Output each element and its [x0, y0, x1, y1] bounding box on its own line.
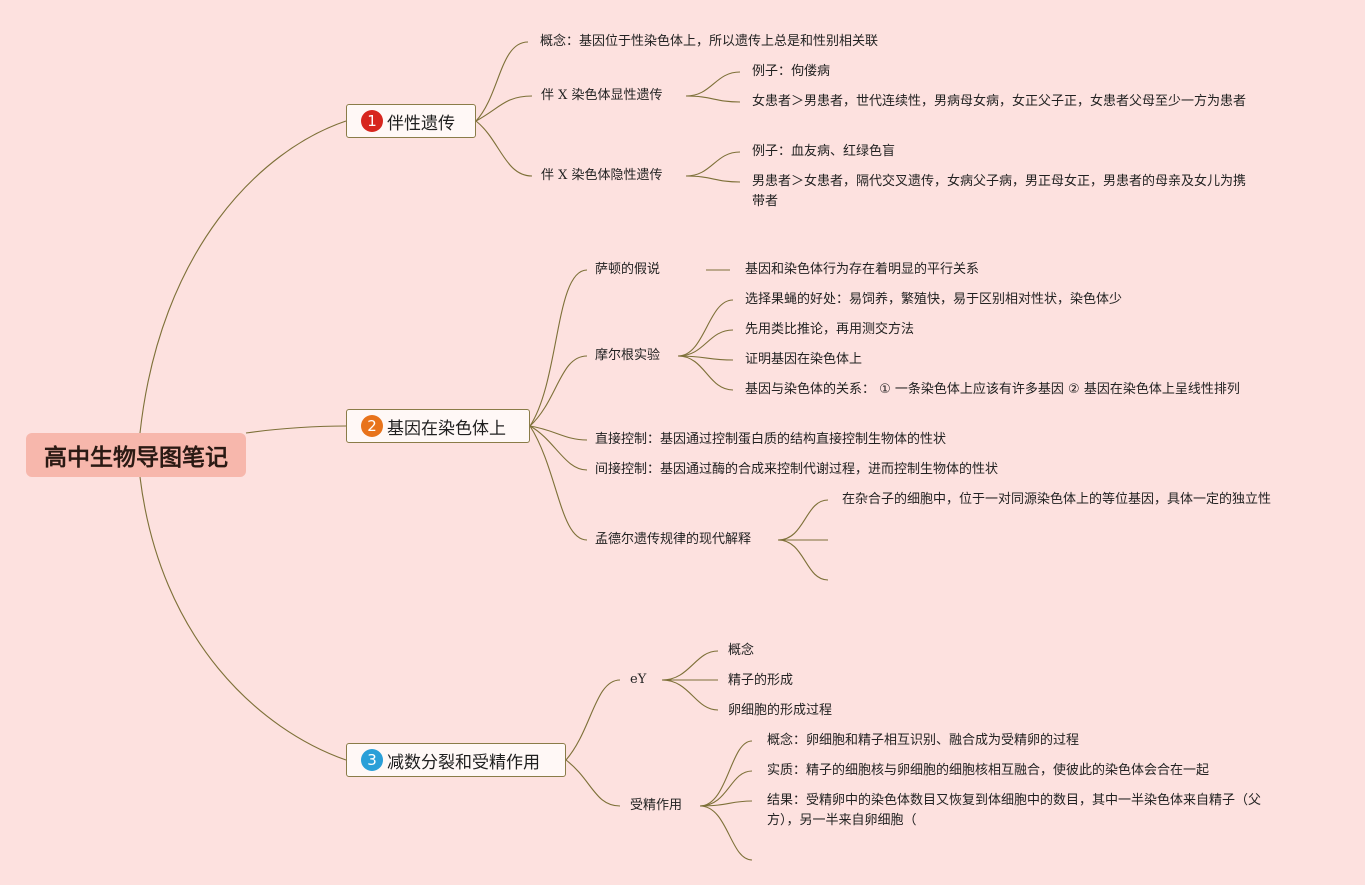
- ey-node[interactable]: eY: [630, 672, 647, 687]
- x-dominant-feature-node[interactable]: 女患者＞男患者，世代连续性，男病母女病，女正父子正，女患者父母至少一方为患者: [752, 94, 1247, 109]
- x-recessive-example-node[interactable]: 例子：血友病、红绿色盲: [752, 144, 896, 159]
- x-dominant-example-node[interactable]: 例子：佝偻病: [752, 64, 831, 79]
- direct-control-node[interactable]: 直接控制：基因通过控制蛋白质的结构直接控制生物体的性状: [595, 432, 947, 447]
- branch-label: 基因在染色体上: [387, 418, 506, 439]
- central-topic[interactable]: 高中生物导图笔记: [26, 433, 246, 477]
- x-recessive-feature-node[interactable]: 男患者＞女患者，隔代交叉遗传，女病父子病，男正母女正，男患者的母亲及女儿为携带者: [752, 174, 1247, 209]
- number-3-badge-icon: 3: [361, 749, 383, 771]
- number-2-badge-icon: 2: [361, 415, 383, 437]
- morgan-item-node[interactable]: 选择果蝇的好处：易饲养，繁殖快，易于区别相对性状，染色体少: [745, 292, 1123, 307]
- mendel-modern-explanation-node[interactable]: 孟德尔遗传规律的现代解释: [595, 532, 752, 547]
- concept-node[interactable]: 概念：基因位于性染色体上，所以遗传上总是和性别相关联: [540, 34, 879, 49]
- branch-label: 伴性遗传: [387, 113, 455, 134]
- morgan-item-node[interactable]: 先用类比推论，再用测交方法: [745, 322, 915, 337]
- mendel-detail-node[interactable]: 在杂合子的细胞中，位于一对同源染色体上的等位基因，具体一定的独立性: [842, 492, 1272, 507]
- number-1-badge-icon: 1: [361, 110, 383, 132]
- x-recessive-node[interactable]: 伴 X 染色体隐性遗传: [541, 168, 663, 183]
- branch-meiosis-fertilization[interactable]: 3 减数分裂和受精作用: [346, 743, 566, 777]
- ey-item-node[interactable]: 卵细胞的形成过程: [728, 703, 833, 718]
- branch-label: 减数分裂和受精作用: [387, 752, 540, 773]
- fertilization-essence-node[interactable]: 实质：精子的细胞核与卵细胞的细胞核相互融合，使彼此的染色体会合在一起: [767, 763, 1210, 778]
- morgan-item-node[interactable]: 证明基因在染色体上: [745, 352, 863, 367]
- branch-sex-linked-inheritance[interactable]: 1 伴性遗传: [346, 104, 476, 138]
- fertilization-concept-node[interactable]: 概念：卵细胞和精子相互识别、融合成为受精卵的过程: [767, 733, 1080, 748]
- morgan-experiment-node[interactable]: 摩尔根实验: [595, 348, 661, 363]
- ey-item-node[interactable]: 概念: [728, 643, 755, 658]
- fertilization-result-node[interactable]: 结果：受精卵中的染色体数目又恢复到体细胞中的数目，其中一半染色体来自精子（父方）…: [767, 793, 1262, 828]
- ey-item-node[interactable]: 精子的形成: [728, 673, 794, 688]
- sutton-hypothesis-node[interactable]: 萨顿的假说: [595, 262, 661, 277]
- morgan-item-node[interactable]: 基因与染色体的关系： ① 一条染色体上应该有许多基因 ② 基因在染色体上呈线性排…: [745, 382, 1240, 397]
- branch-genes-on-chromosomes[interactable]: 2 基因在染色体上: [346, 409, 530, 443]
- x-dominant-node[interactable]: 伴 X 染色体显性遗传: [541, 88, 663, 103]
- indirect-control-node[interactable]: 间接控制：基因通过酶的合成来控制代谢过程，进而控制生物体的性状: [595, 462, 999, 477]
- sutton-detail-node[interactable]: 基因和染色体行为存在着明显的平行关系: [745, 262, 980, 277]
- fertilization-node[interactable]: 受精作用: [630, 798, 683, 813]
